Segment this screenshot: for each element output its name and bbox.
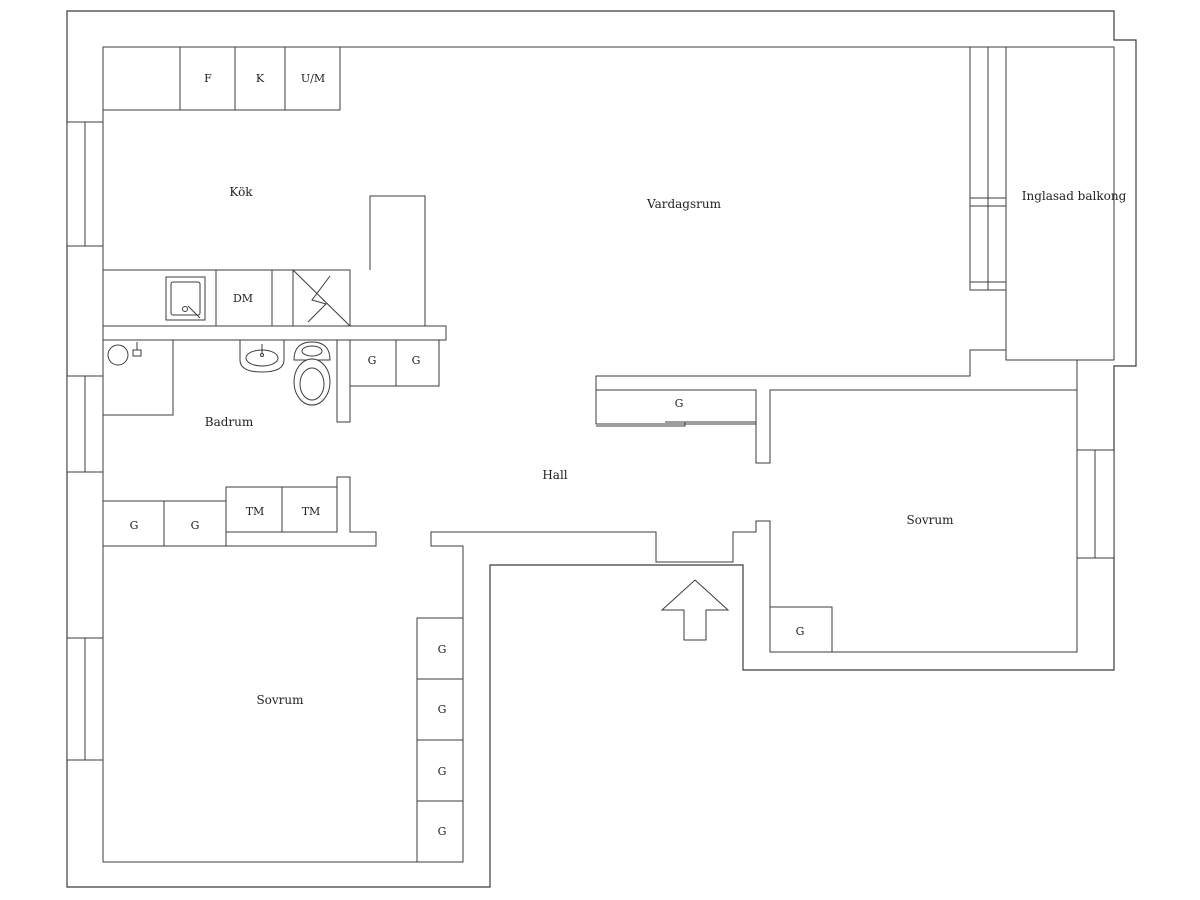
right-bedroom-wardrobe [769,606,833,653]
label-bath-wardrobe-1: G [368,354,377,367]
hall-wardrobe [595,389,757,425]
label-hall-wardrobe: G [675,397,684,410]
entrance-arrow-icon [660,579,730,641]
room-label-hall: Hall [542,468,567,482]
label-dryer-1: TM [246,505,265,518]
label-left-wardrobe-2: G [191,519,200,532]
room-label-bedroom-right: Sovrum [906,513,954,527]
room-label-balcony: Inglasad balkong [1022,189,1127,203]
left-bedroom-partition [226,476,377,547]
kitchen-partition [369,195,426,326]
kitchen-sink-icon [165,276,206,321]
label-bath-wardrobe-2: G [412,354,421,367]
label-right-bedroom-wardrobe: G [796,625,805,638]
balcony-area [1005,46,1115,361]
room-label-bedroom-left: Sovrum [256,693,304,707]
label-column-wardrobe-4: G [438,825,447,838]
label-column-wardrobe-3: G [438,765,447,778]
label-dryer-2: TM [302,505,321,518]
bedroom-right-wall [755,389,1078,652]
bathroom-wall-stub [336,339,351,423]
window-left-1 [66,121,104,247]
living-room-wall [595,349,1006,390]
label-left-wardrobe-1: G [130,519,139,532]
label-microwave: U/M [301,72,325,85]
label-column-wardrobe-2: G [438,703,447,716]
window-left-2 [66,375,104,473]
stove-icon [292,269,351,327]
room-label-kitchen: Kök [229,185,253,199]
window-right [1076,449,1115,559]
label-freezer: K [256,72,265,85]
toilet-icon [293,341,331,406]
room-label-bathroom: Badrum [205,415,254,429]
label-fridge: F [204,72,212,85]
kitchen-upper-counter [102,46,341,111]
room-label-living: Vardagsrum [646,197,722,211]
label-column-wardrobe-1: G [438,643,447,656]
bath-wardrobes [349,339,440,387]
window-left-3 [66,637,104,761]
outer-wall [66,10,1137,888]
label-dishwasher: DM [233,292,253,305]
bathroom-sink-icon [239,339,285,373]
kitchen-ledge [102,325,447,341]
shower-icon [102,339,174,416]
